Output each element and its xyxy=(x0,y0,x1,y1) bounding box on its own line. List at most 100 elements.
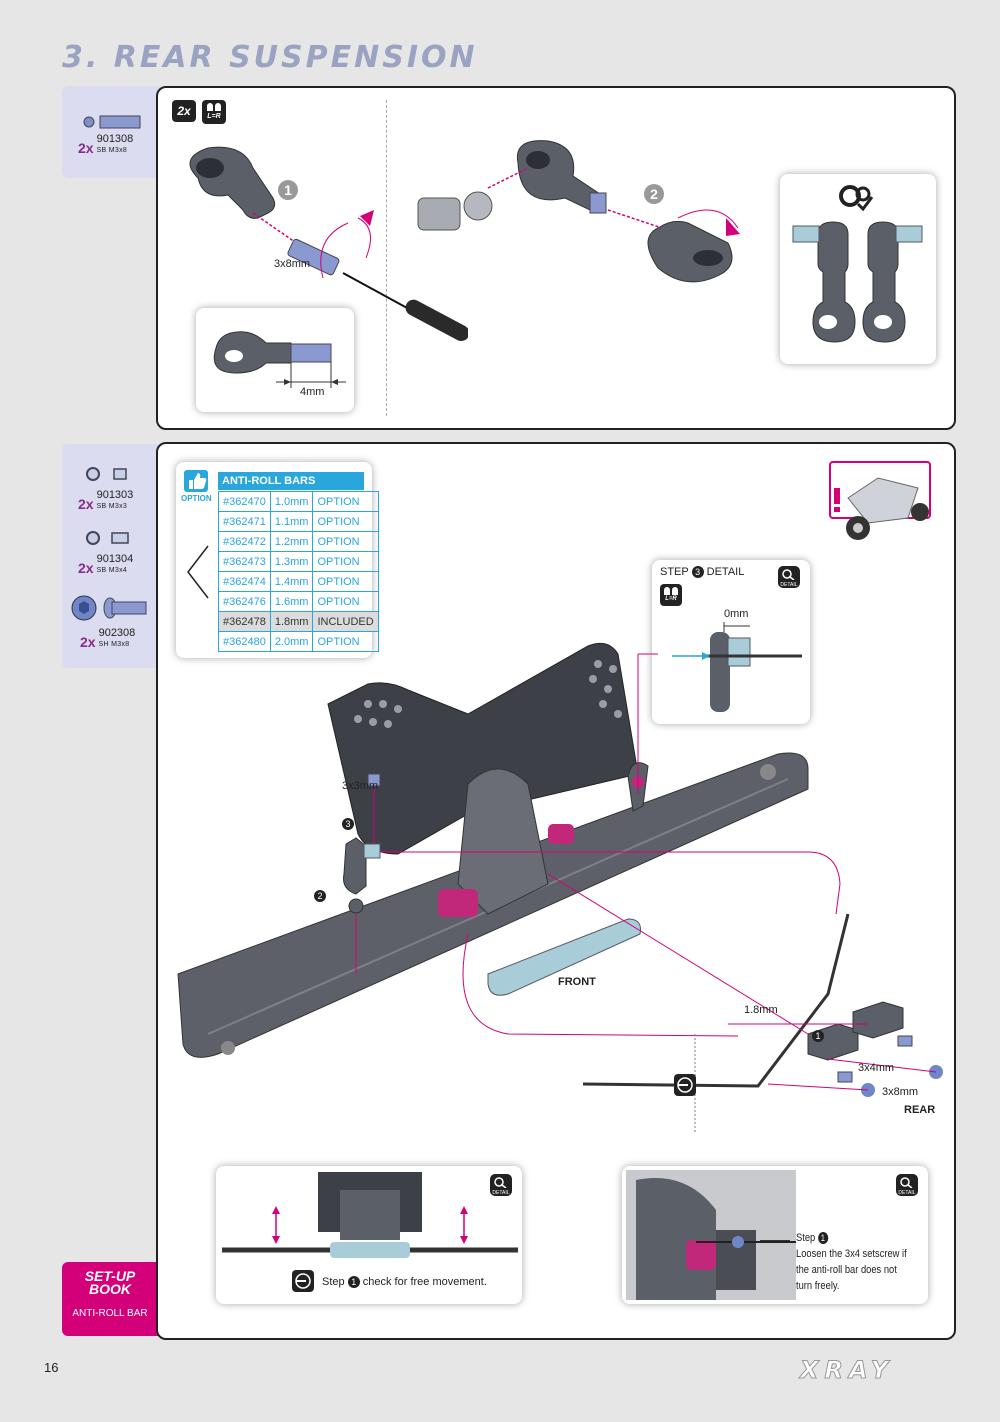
part-qty: 2x xyxy=(78,560,94,576)
assembled-rod-ends-illustration xyxy=(792,221,923,343)
brand-logo: XRAY xyxy=(799,1356,895,1385)
rear-suspension-assembly-illustration xyxy=(177,642,943,1134)
callout-step-1: 1 xyxy=(812,1030,824,1042)
measurement-card: 4mm xyxy=(196,308,354,412)
setup-book-badge: SET-UP BOOK ANTI-ROLL BAR xyxy=(62,1262,158,1336)
part-desc: SB M3x8 xyxy=(96,147,128,154)
status-cell: OPTION xyxy=(312,631,379,652)
setscrew-detail-card: DETAIL Step 1 Loosen the 3x4 setscrew if… xyxy=(622,1166,928,1304)
part-number-cell: #362472 xyxy=(218,531,271,552)
step-prefix: Step xyxy=(796,1232,816,1244)
rear-label: REAR xyxy=(904,1104,936,1116)
status-cell: OPTION xyxy=(312,491,379,512)
screw-3x4-label: 3x4mm xyxy=(858,1062,895,1074)
bar-size-label: 1.8mm xyxy=(744,1004,778,1016)
part-qty: 2x xyxy=(80,634,96,650)
free-movement-detail-card: DETAIL Step 1 check for free movement. xyxy=(216,1166,522,1304)
step-number-2: 2 xyxy=(644,184,664,204)
measure-label: 4mm xyxy=(300,386,325,398)
detail-icon-text: DETAIL xyxy=(898,1190,916,1196)
free-movement-illustration xyxy=(222,1172,518,1258)
status-cell: OPTION xyxy=(312,531,379,552)
left-right-badge: L=R xyxy=(660,584,682,606)
part-number-cell: #362478 xyxy=(218,611,271,632)
page-title: 3. REAR SUSPENSION xyxy=(62,40,478,75)
anti-roll-bar-shape-icon xyxy=(187,545,209,599)
setscrew-icon xyxy=(86,466,130,487)
part-number-cell: #362474 xyxy=(218,571,271,592)
part-desc: SB M3x3 xyxy=(96,503,128,510)
result-card xyxy=(780,174,936,364)
part-number-cell: #362471 xyxy=(218,511,271,532)
status-cell: OPTION xyxy=(312,511,379,532)
step-panel-1: 2x L=R 3x8mm 1.5mm 1 xyxy=(156,86,956,430)
part-number: 902308 xyxy=(98,627,136,639)
detail-icon: DETAIL xyxy=(896,1174,918,1196)
setscrew-icon xyxy=(86,530,130,551)
screw-label: 3x8mm xyxy=(274,258,311,270)
lr-label: L=R xyxy=(207,113,221,120)
front-label: FRONT xyxy=(558,976,596,988)
diameter-cell: 1.1mm xyxy=(269,511,314,532)
setscrew-3x3-label: 3x3mm xyxy=(342,780,379,792)
detail-icon-text: DETAIL xyxy=(492,1190,510,1196)
parts-column-1: 2x 901308 SB M3x8 xyxy=(62,86,160,178)
setscrew-instruction: Step 1 Loosen the 3x4 setscrew if the an… xyxy=(796,1230,907,1294)
left-right-badge: L=R xyxy=(202,100,226,124)
ball-joint-illustration xyxy=(417,140,740,283)
instruction-line-1: Loosen the 3x4 setscrew if xyxy=(796,1248,907,1260)
step-divider xyxy=(386,100,387,416)
diameter-cell: 1.6mm xyxy=(269,591,314,612)
thumbs-up-icon xyxy=(184,470,208,492)
diameter-cell: 1.2mm xyxy=(269,531,314,552)
part-number: 901308 xyxy=(96,133,134,145)
step3-detail-card: STEP 3 DETAIL DETAIL L=R 0mm xyxy=(652,560,810,724)
detail-icon: DETAIL xyxy=(778,566,800,588)
step-number-1: 1 xyxy=(278,180,298,200)
qty-badge: 2x xyxy=(172,100,196,122)
part-qty: 2x xyxy=(78,496,94,512)
rod-end-screw-illustration xyxy=(189,146,468,342)
callout-step-3: 3 xyxy=(342,818,354,830)
lr-label: L=R xyxy=(665,596,677,602)
detail-step-number: 3 xyxy=(691,566,704,578)
buttonhead-screw-icon xyxy=(70,594,150,627)
callout-step-2: 2 xyxy=(314,890,326,902)
diameter-cell: 1.0mm xyxy=(269,491,314,512)
diameter-cell: 2.0mm xyxy=(269,631,314,652)
detail-icon-text: DETAIL xyxy=(780,582,798,588)
gap-label: 0mm xyxy=(724,608,749,620)
part-901304: 2x 901304 SB M3x4 xyxy=(78,553,134,577)
instruction-text: check for free movement. xyxy=(362,1276,487,1288)
part-number: 901303 xyxy=(96,489,134,501)
free-movement-instruction: Step 1 check for free movement. xyxy=(322,1276,487,1288)
part-number: 901304 xyxy=(96,553,134,565)
check-gears-icon xyxy=(838,184,874,217)
detail-icon: DETAIL xyxy=(490,1174,512,1196)
zero-gap-illustration xyxy=(672,622,802,712)
option-icon-label: OPTION xyxy=(181,494,212,503)
setup-book-caption: ANTI-ROLL BAR xyxy=(72,1308,148,1319)
step-number: 1 xyxy=(817,1232,829,1244)
detail-title-prefix: STEP xyxy=(660,566,689,578)
detail-title-suffix: DETAIL xyxy=(706,566,745,578)
screw-3x8-label: 3x8mm xyxy=(882,1086,919,1098)
hex-wrench-icon xyxy=(292,1270,314,1292)
part-number-cell: #362480 xyxy=(218,631,271,652)
parts-column-2: 2x 901303 SB M3x3 2x 901304 SB M3x4 2x 9… xyxy=(62,444,160,668)
measurement-illustration xyxy=(213,331,346,388)
step-number: 1 xyxy=(347,1276,360,1288)
setscrew-closeup-illustration xyxy=(626,1170,796,1300)
setup-book-line2: BOOK xyxy=(89,1281,131,1297)
page-number: 16 xyxy=(44,1360,59,1375)
option-table-header: ANTI-ROLL BARS xyxy=(218,472,364,490)
part-901308: 2x 901308 SB M3x8 xyxy=(78,133,134,157)
part-number-cell: #362470 xyxy=(218,491,271,512)
